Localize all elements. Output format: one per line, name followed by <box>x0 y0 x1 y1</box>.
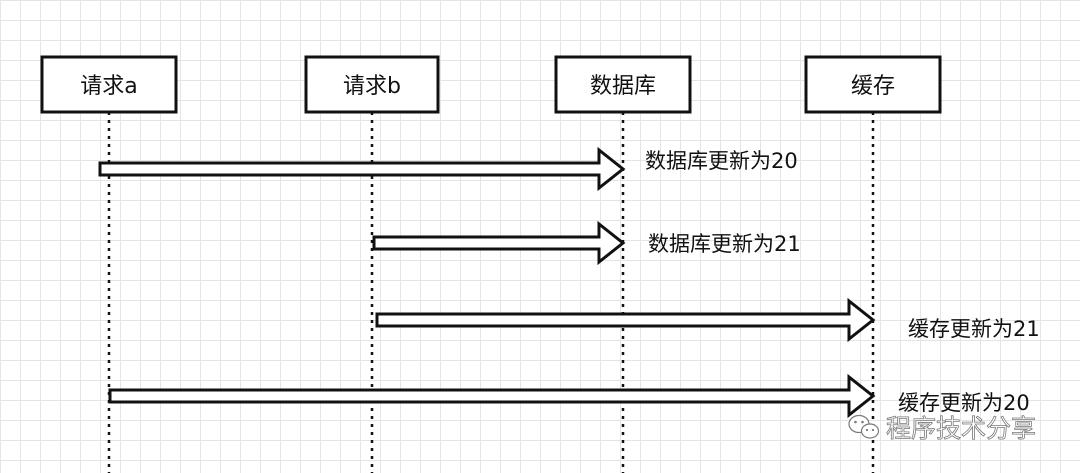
message-arrow <box>98 146 626 192</box>
message-arrow <box>372 220 626 266</box>
participant-label: 请求a <box>80 74 137 99</box>
message-label: 数据库更新为21 <box>648 232 801 256</box>
participant-label: 请求b <box>343 74 401 99</box>
participant-request-b: 请求b <box>304 55 440 114</box>
message-label: 数据库更新为20 <box>645 149 798 173</box>
message-3: 缓存更新为21 <box>375 297 1040 343</box>
participant-database: 数据库 <box>554 55 692 114</box>
message-label: 缓存更新为21 <box>908 317 1040 341</box>
wechat-icon <box>848 414 880 439</box>
message-4: 缓存更新为20 <box>108 373 1030 419</box>
message-1: 数据库更新为20 <box>98 146 798 192</box>
message-arrow <box>375 297 876 343</box>
participant-label: 数据库 <box>590 74 656 99</box>
watermark-text: 程序技术分享 <box>886 414 1036 443</box>
message-label: 缓存更新为20 <box>898 391 1030 415</box>
message-arrow <box>108 373 876 419</box>
participant-label: 缓存 <box>851 74 895 99</box>
message-2: 数据库更新为21 <box>372 220 801 266</box>
watermark: 程序技术分享 <box>848 414 1036 443</box>
participant-request-a: 请求a <box>40 55 178 114</box>
participant-cache: 缓存 <box>804 55 942 114</box>
